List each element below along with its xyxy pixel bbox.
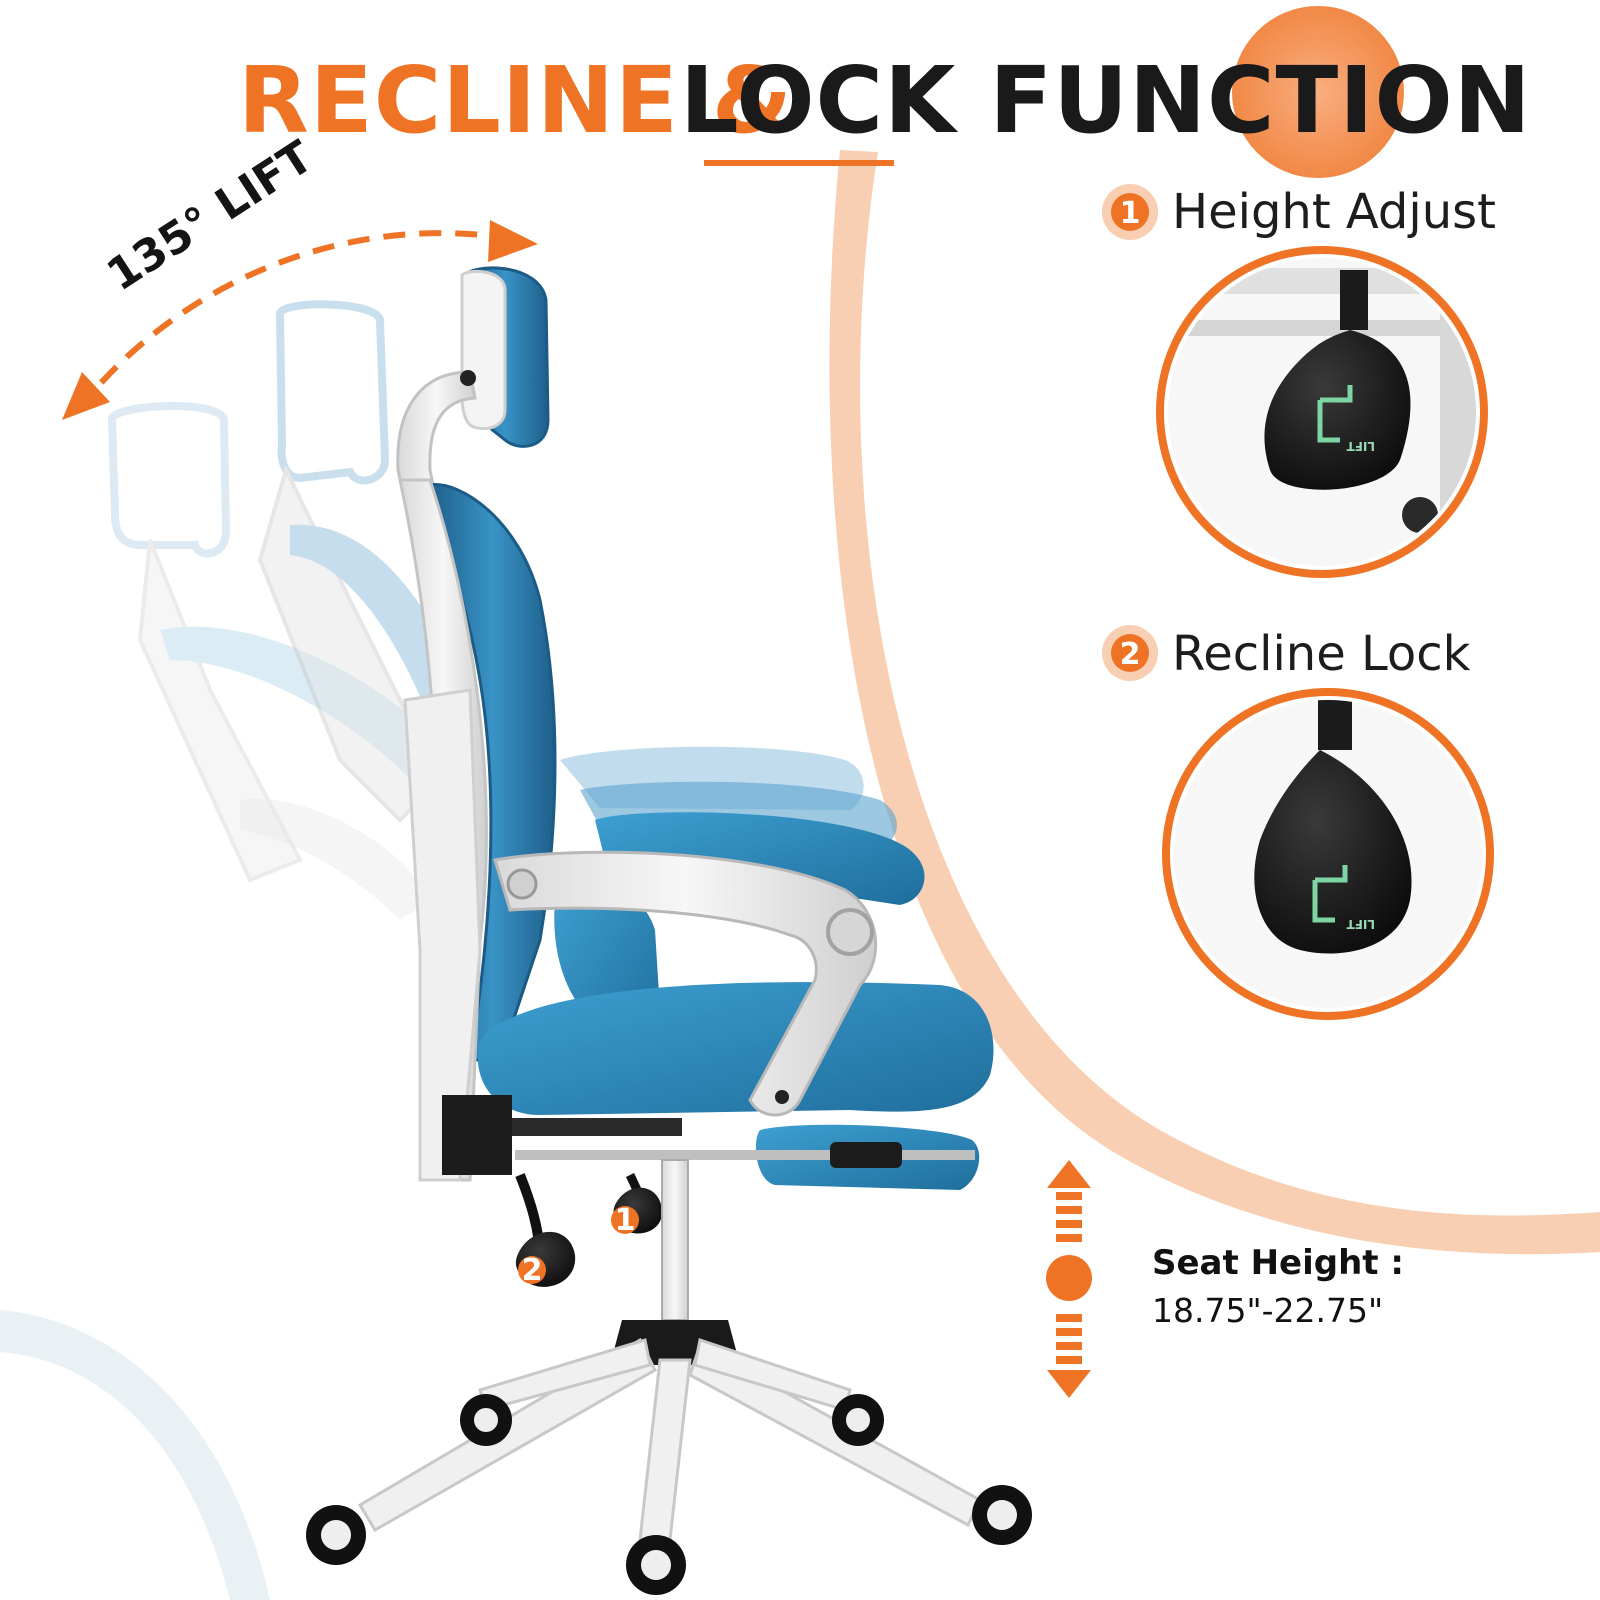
footrest-grip (830, 1142, 902, 1168)
seat-height-label: Seat Height : (1152, 1243, 1404, 1283)
star-base (357, 1337, 982, 1542)
ghost-chair-mid (240, 300, 470, 920)
callout-number-2: 2 (522, 1253, 543, 1288)
seat-height-range: 18.75"-22.75" (1152, 1291, 1383, 1330)
detail-photo-1: LIFT (1168, 258, 1476, 566)
arrow-up-icon (1047, 1160, 1091, 1188)
title-underline (704, 160, 894, 166)
arrow-down-icon (1047, 1370, 1091, 1398)
lever-icon-text-1: LIFT (1346, 439, 1375, 453)
ghost-chair-far (108, 402, 470, 883)
feature-badge-2 (1111, 634, 1149, 672)
callout-badge-1 (611, 1206, 639, 1234)
headrest-pivot (460, 370, 476, 386)
seat-plate (512, 1118, 682, 1136)
armrest-frame (493, 850, 878, 1117)
detail-photo-2: LIFT (1174, 700, 1482, 1008)
armrest-bolt (775, 1090, 789, 1104)
office-chair: 1 2 (306, 266, 1032, 1595)
angle-label: 135° LIFT (98, 131, 322, 301)
feature-number-1: 1 (1120, 196, 1141, 231)
feature-recline-lock: 2 Recline Lock LIFT (1102, 625, 1494, 1020)
casters (306, 1394, 1032, 1595)
footrest-rail (515, 1150, 975, 1160)
background-decoration (0, 6, 1600, 1600)
headrest-frame (460, 269, 507, 431)
callout-number-1: 1 (615, 1203, 636, 1238)
feature-badge-1 (1111, 193, 1149, 231)
arrow-left-icon (62, 372, 110, 420)
armrest-pivot-front (506, 868, 538, 900)
arrow-right-icon (488, 220, 538, 262)
tilt-mechanism (442, 1095, 512, 1175)
feature-height-adjust: 1 Height Adjust LIFT (1102, 184, 1496, 578)
seat-height-dot (1046, 1255, 1092, 1301)
callout-badge-2 (518, 1256, 546, 1284)
page-title: RECLINE & LOCK FUNCTION (238, 47, 1532, 166)
armrest-pad (595, 812, 925, 905)
feature-number-2: 2 (1120, 637, 1141, 672)
back-side-panel (403, 688, 482, 1182)
height-lever-icon (1264, 330, 1411, 490)
title-part-2: LOCK FUNCTION (680, 47, 1532, 154)
feature-label-2: Recline Lock (1172, 626, 1471, 682)
gas-cylinder (661, 1159, 689, 1321)
seat-cushion (477, 982, 994, 1115)
armrest-pivot-rear (826, 908, 874, 956)
title-part-1: RECLINE & (238, 47, 793, 154)
lever-icon-text-2: LIFT (1346, 917, 1375, 931)
seat-height-indicator: Seat Height : 18.75"-22.75" (1046, 1160, 1404, 1398)
feature-label-1: Height Adjust (1172, 184, 1496, 240)
recline-lever-icon (1254, 750, 1412, 954)
